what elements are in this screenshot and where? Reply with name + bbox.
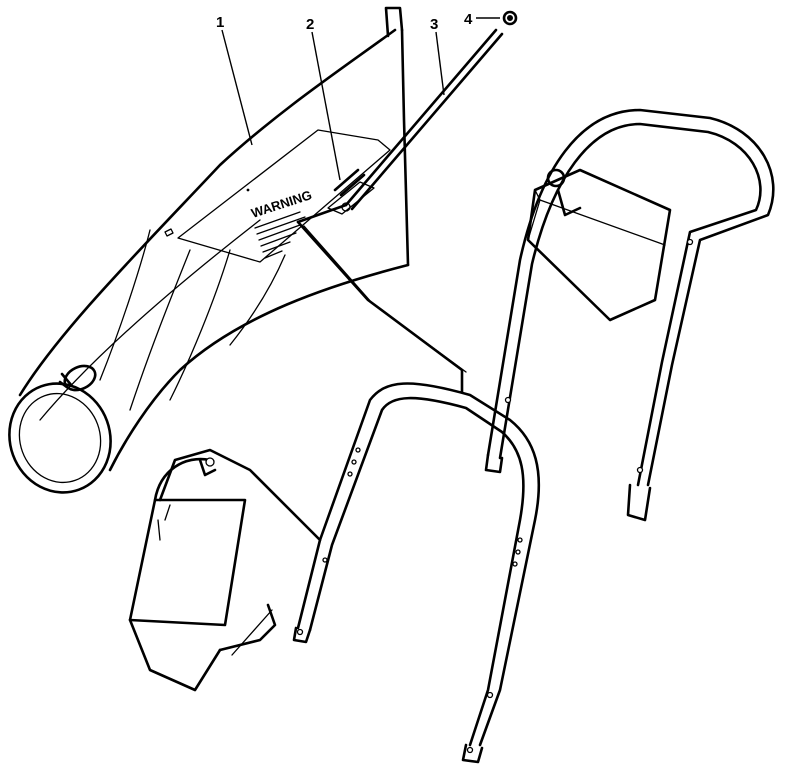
callout-4: 4 [464, 11, 473, 28]
warning-decal-text: WARNING [249, 187, 313, 221]
grass-bag [8, 6, 410, 494]
rear-deflector [128, 448, 322, 692]
cap-nut [502, 10, 518, 26]
callout-1: 1 [216, 14, 224, 31]
callout-3: 3 [430, 16, 438, 33]
bag-clip [58, 364, 97, 392]
warning-decal-lines [254, 211, 306, 259]
callout-leaders [221, 17, 500, 181]
upper-handle [484, 108, 775, 522]
callout-2: 2 [306, 16, 314, 33]
short-rod [333, 168, 366, 197]
bag-frame-rod [296, 28, 504, 394]
lower-handle [292, 382, 541, 764]
